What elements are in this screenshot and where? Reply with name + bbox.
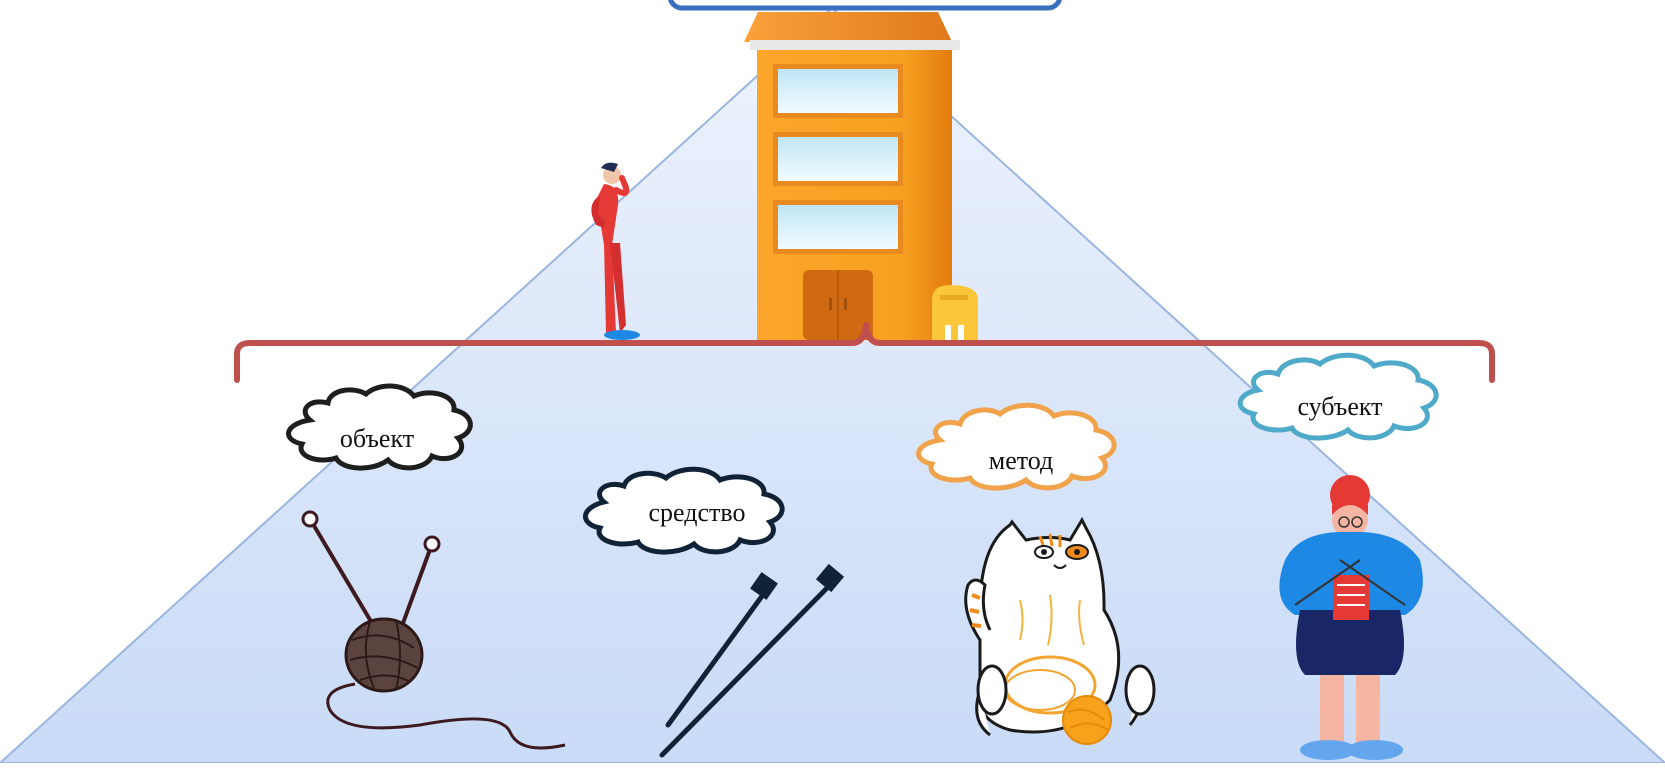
- label-method: метод: [989, 446, 1054, 475]
- mailbox-icon: [932, 285, 978, 340]
- label-subject: субъект: [1297, 392, 1382, 421]
- cloud-subject: субъект: [1240, 355, 1436, 438]
- label-means: средство: [649, 498, 746, 527]
- cloud-object: объект: [289, 386, 471, 468]
- top-frame-box: [670, 0, 1060, 8]
- label-object: объект: [340, 424, 414, 453]
- building-icon: [744, 12, 960, 340]
